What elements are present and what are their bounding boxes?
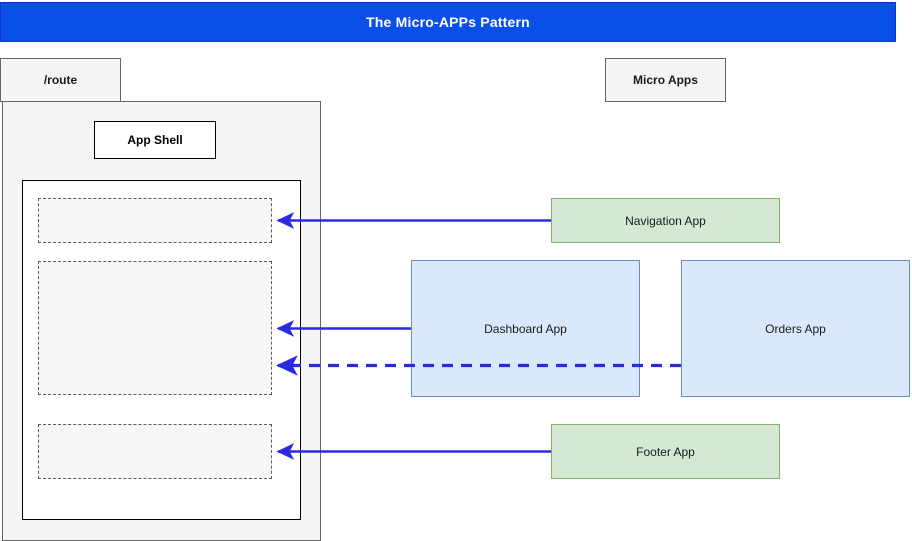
app-shell-label: App Shell [127,133,183,147]
dashboard-app-box[interactable]: Dashboard App [411,260,640,397]
orders-app-label: Orders App [765,321,826,336]
diagram-title-banner: The Micro-APPs Pattern [0,2,896,42]
micro-apps-group-label: Micro Apps [605,58,726,102]
footer-slot[interactable] [38,424,272,479]
content-slot[interactable] [38,261,272,395]
app-shell-box[interactable]: App Shell [94,121,216,159]
route-tab-label: /route [43,73,78,87]
page-title: The Micro-APPs Pattern [366,14,530,30]
navigation-app-label: Navigation App [625,213,706,228]
footer-app-box[interactable]: Footer App [551,424,780,479]
orders-app-box[interactable]: Orders App [681,260,910,397]
micro-apps-group-label-text: Micro Apps [633,73,698,87]
navigation-app-box[interactable]: Navigation App [551,198,780,243]
dashboard-app-label: Dashboard App [484,321,567,336]
route-tab[interactable]: /route [0,58,121,102]
footer-app-label: Footer App [636,444,695,459]
header-slot[interactable] [38,198,272,243]
